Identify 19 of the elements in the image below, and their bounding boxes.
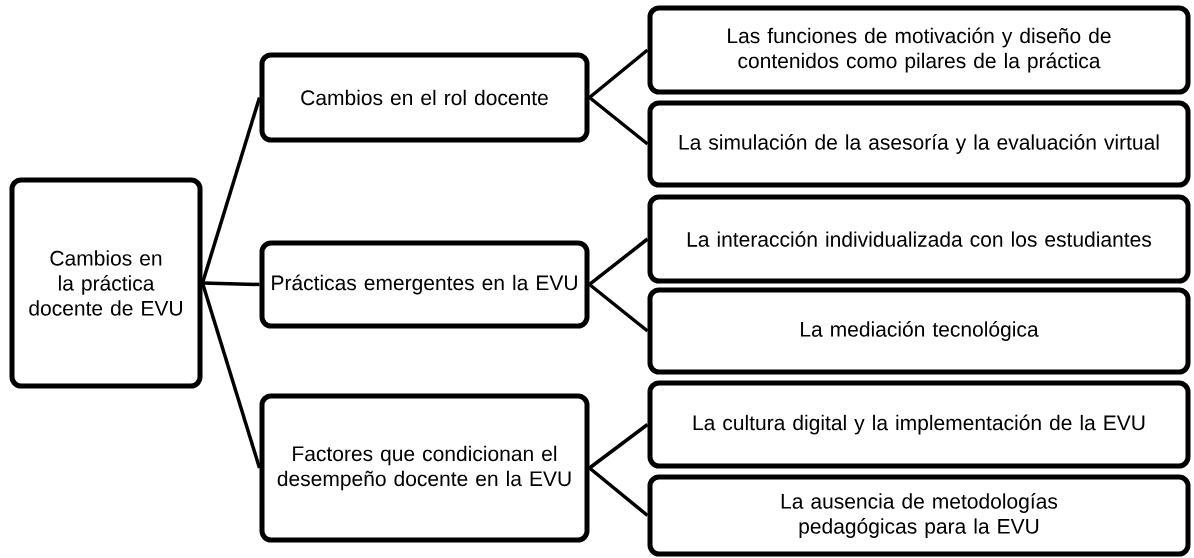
connector-line <box>588 237 649 286</box>
connector-line <box>588 423 649 470</box>
concept-box: La cultura digital y la implementación de la EVU <box>647 380 1191 469</box>
concept-box: La ausencia de metodologías pedagógicas para la EVU <box>647 474 1191 557</box>
concept-box: Las funciones de motivación y diseño de contenidos como pilares de la práctica <box>647 5 1191 95</box>
connector-line <box>588 96 649 146</box>
connector-line <box>200 97 262 284</box>
connector-line <box>200 282 262 469</box>
concept-box: Cambios en el rol docente <box>259 52 590 143</box>
connector-line <box>588 466 649 517</box>
connector-line <box>588 48 649 99</box>
concept-box: Cambios en la práctica docente de EVU <box>9 177 203 389</box>
concept-box: La interacción individualizada con los estudiantes <box>647 194 1191 284</box>
concept-box: Prácticas emergentes en la EVU <box>259 240 590 329</box>
connector-line <box>202 281 260 287</box>
connector-line <box>588 283 649 333</box>
concept-box: La simulación de la asesoría y la evaluación virtual <box>647 100 1191 188</box>
concept-box: La mediación tecnológica <box>647 287 1191 375</box>
concept-box: Factores que condicionan el desempeño docente en la EVU <box>259 393 590 543</box>
